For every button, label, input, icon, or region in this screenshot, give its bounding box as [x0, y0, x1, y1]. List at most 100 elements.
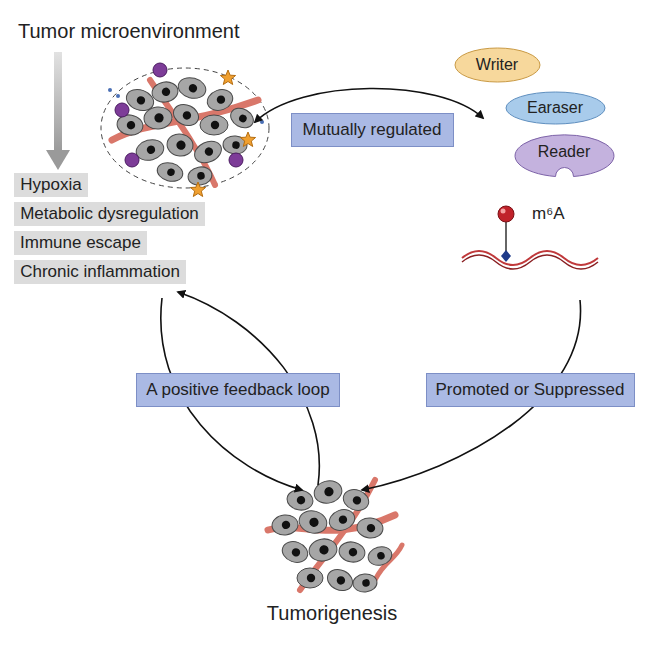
m6a-stem	[505, 222, 507, 252]
node-text: Reader	[538, 143, 590, 161]
cell-nucleus	[211, 121, 219, 129]
rect-shape	[426, 374, 634, 407]
cell-body	[366, 544, 394, 568]
grey-shape	[14, 173, 88, 197]
cell-nucleus	[338, 514, 349, 525]
cell	[356, 517, 384, 539]
immune-cell	[115, 103, 129, 117]
cell	[366, 544, 394, 568]
grey-arrow-head	[46, 150, 70, 170]
immune-cell	[125, 153, 139, 167]
rect-shape	[137, 374, 340, 407]
cell-body	[143, 106, 173, 130]
rna-strand-2	[462, 255, 598, 269]
cell-nucleus	[238, 113, 248, 123]
cell-nucleus	[348, 547, 358, 557]
cell-body	[227, 104, 257, 132]
tumor-cells	[268, 478, 402, 595]
star-cell	[190, 182, 205, 197]
cell	[227, 104, 257, 132]
cell	[191, 137, 225, 167]
cell-nucleus	[319, 544, 330, 555]
star-cell	[220, 70, 235, 85]
feature-box: Metabolic dysregulation	[14, 202, 205, 226]
cell	[204, 86, 235, 114]
cell	[143, 106, 173, 130]
cell-nucleus	[291, 547, 302, 558]
node-text: Metabolic dysregulation	[20, 204, 199, 224]
cell-nucleus	[197, 171, 206, 180]
cell-body	[312, 478, 345, 506]
cell-nucleus	[154, 113, 164, 123]
cell-nucleus	[181, 110, 192, 121]
text-label: Tumorigenesis	[267, 602, 397, 625]
label-box: Promoted or Suppressed	[426, 373, 635, 407]
m6a-ball	[498, 206, 514, 222]
cell-nucleus	[216, 94, 227, 105]
star-cell	[240, 132, 255, 147]
cell	[307, 537, 338, 564]
cell-body	[307, 537, 338, 564]
node-text: Hypoxia	[20, 175, 81, 195]
grey-shape	[14, 202, 205, 226]
cell	[200, 115, 228, 135]
cell-nucleus	[366, 524, 375, 533]
label-box: Mutually regulated	[291, 113, 454, 147]
cell	[170, 100, 202, 129]
cell-nucleus	[362, 579, 370, 587]
m6a-base	[501, 250, 511, 262]
cell-nucleus	[176, 140, 187, 151]
dot	[116, 94, 120, 98]
ellipse-shape	[506, 92, 605, 124]
cell-nucleus	[136, 95, 147, 106]
reader-shape	[515, 135, 614, 177]
regulator-shape: Earaser	[505, 91, 606, 125]
cell-body	[200, 115, 228, 135]
tme-cells	[108, 63, 264, 197]
cell-body	[150, 80, 179, 104]
cell-nucleus	[232, 141, 240, 149]
cell-nucleus	[166, 168, 175, 177]
cell	[337, 540, 366, 564]
cell-body	[204, 86, 235, 114]
text-label: Tumor microenvironment	[18, 20, 240, 43]
cell	[297, 568, 323, 588]
cell-nucleus	[307, 574, 315, 582]
cell	[271, 514, 299, 536]
cell-nucleus	[335, 575, 346, 586]
node-text: Earaser	[527, 99, 583, 117]
cell-nucleus	[281, 520, 290, 529]
grey-shape	[14, 231, 147, 255]
cell-body	[165, 132, 194, 158]
cell-body	[285, 488, 314, 512]
cell	[324, 565, 356, 594]
node-text: Promoted or Suppressed	[436, 380, 625, 400]
cell-body	[271, 514, 299, 536]
m6a-ball-shine	[501, 209, 506, 214]
immune-cell	[153, 63, 167, 77]
regulator-shape: Reader	[514, 134, 615, 178]
cell-nucleus	[308, 517, 319, 528]
cell-body	[176, 75, 208, 102]
immune-cell	[229, 153, 243, 167]
cell-nucleus	[323, 486, 334, 497]
cell-nucleus	[146, 145, 156, 155]
cell-body	[324, 565, 356, 594]
cell	[150, 80, 179, 104]
cell	[326, 506, 357, 534]
cell-nucleus	[188, 83, 198, 93]
dot	[108, 88, 112, 92]
node-text: Writer	[476, 56, 518, 74]
grey-shape	[14, 260, 186, 284]
cell	[285, 488, 314, 512]
dot	[260, 120, 264, 124]
node-text: Immune escape	[20, 233, 141, 253]
label-box: A positive feedback loop	[136, 373, 340, 407]
cell	[187, 165, 214, 187]
cell	[155, 160, 185, 184]
cell-body	[297, 568, 323, 588]
cell	[165, 132, 194, 158]
node-text: Mutually regulated	[303, 120, 442, 140]
cell-body	[187, 165, 214, 187]
